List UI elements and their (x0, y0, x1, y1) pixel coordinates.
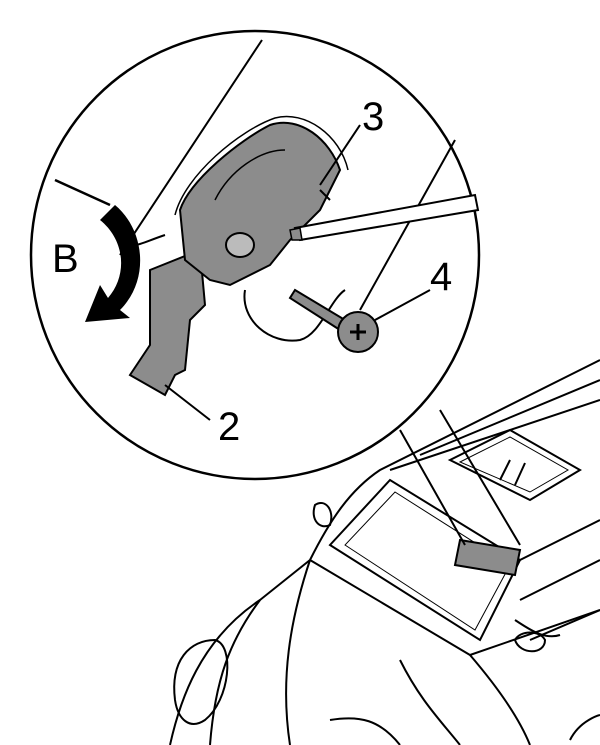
part-2-bracket (128, 248, 207, 397)
label-part-3: 3 (362, 95, 384, 139)
mirror-right (513, 631, 547, 653)
label-part-4: 4 (430, 255, 452, 299)
part-3-sensor (178, 121, 342, 287)
sunroof (447, 428, 582, 502)
rotation-arrow-b (85, 205, 141, 322)
sensor-location-highlight (453, 538, 522, 577)
callout-lines (399, 409, 521, 546)
car-illustration (169, 359, 600, 745)
label-part-2: 2 (218, 405, 240, 449)
label-direction-b: B (52, 237, 79, 281)
detail-contents (54, 39, 480, 421)
mirror-left (312, 502, 333, 528)
